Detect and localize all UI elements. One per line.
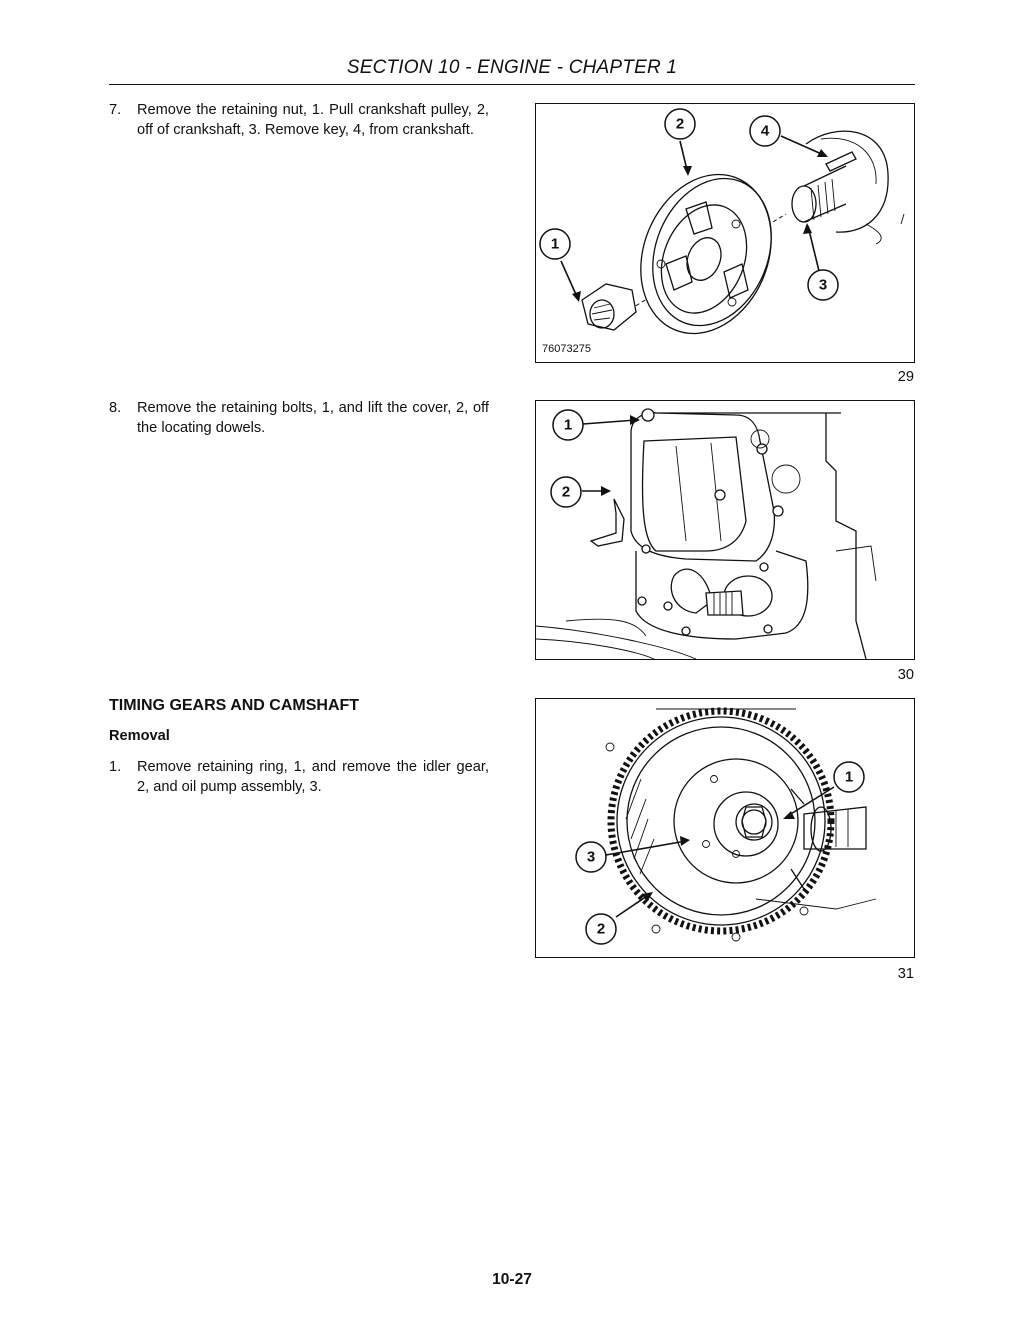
figure-number-31: 31 [897, 966, 914, 982]
step-text: Remove the retaining bolts, 1, and lift … [137, 400, 489, 436]
step-text: Remove the retaining nut, 1. Pull cranks… [137, 102, 489, 138]
svg-text:3: 3 [587, 849, 595, 866]
step-number: 8. [109, 400, 122, 416]
svg-text:1: 1 [564, 417, 572, 434]
svg-text:2: 2 [597, 921, 605, 938]
svg-text:1: 1 [551, 236, 559, 253]
callout-2: 2 [585, 913, 617, 945]
callout-4: 4 [749, 115, 781, 147]
svg-text:2: 2 [676, 116, 684, 133]
callout-2: 2 [550, 476, 582, 508]
figure-31-idler-gear: 1 3 2 [535, 698, 915, 958]
step-text: Remove retaining ring, 1, and remove the… [137, 759, 489, 795]
figure-29-crankshaft-pulley: 2 4 1 3 76073275 [535, 103, 915, 363]
svg-text:2: 2 [562, 484, 570, 501]
step-7: 7. Remove the retaining nut, 1. Pull cra… [109, 101, 489, 140]
callout-2: 2 [664, 108, 696, 140]
svg-text:1: 1 [845, 769, 853, 786]
callout-1: 1 [833, 761, 865, 793]
step-number: 1. [109, 759, 122, 775]
header-divider [109, 84, 915, 85]
callout-3: 3 [575, 841, 607, 873]
svg-text:4: 4 [761, 123, 770, 140]
callout-1: 1 [539, 228, 571, 260]
section-heading: TIMING GEARS AND CAMSHAFT [109, 697, 360, 714]
figure-30-front-cover: 1 2 [535, 400, 915, 660]
step-number: 7. [109, 102, 122, 118]
svg-text:3: 3 [819, 277, 827, 294]
section-header: SECTION 10 - ENGINE - CHAPTER 1 [346, 57, 678, 78]
figure-code: 76073275 [542, 343, 591, 355]
subsection-heading: Removal [109, 728, 170, 744]
callout-3: 3 [807, 269, 839, 301]
step-1: 1. Remove retaining ring, 1, and remove … [109, 758, 489, 797]
figure-number-30: 30 [897, 667, 914, 683]
page-number: 10-27 [492, 1271, 532, 1288]
figure-number-29: 29 [897, 369, 914, 385]
callout-1: 1 [552, 409, 584, 441]
step-8: 8. Remove the retaining bolts, 1, and li… [109, 399, 489, 438]
